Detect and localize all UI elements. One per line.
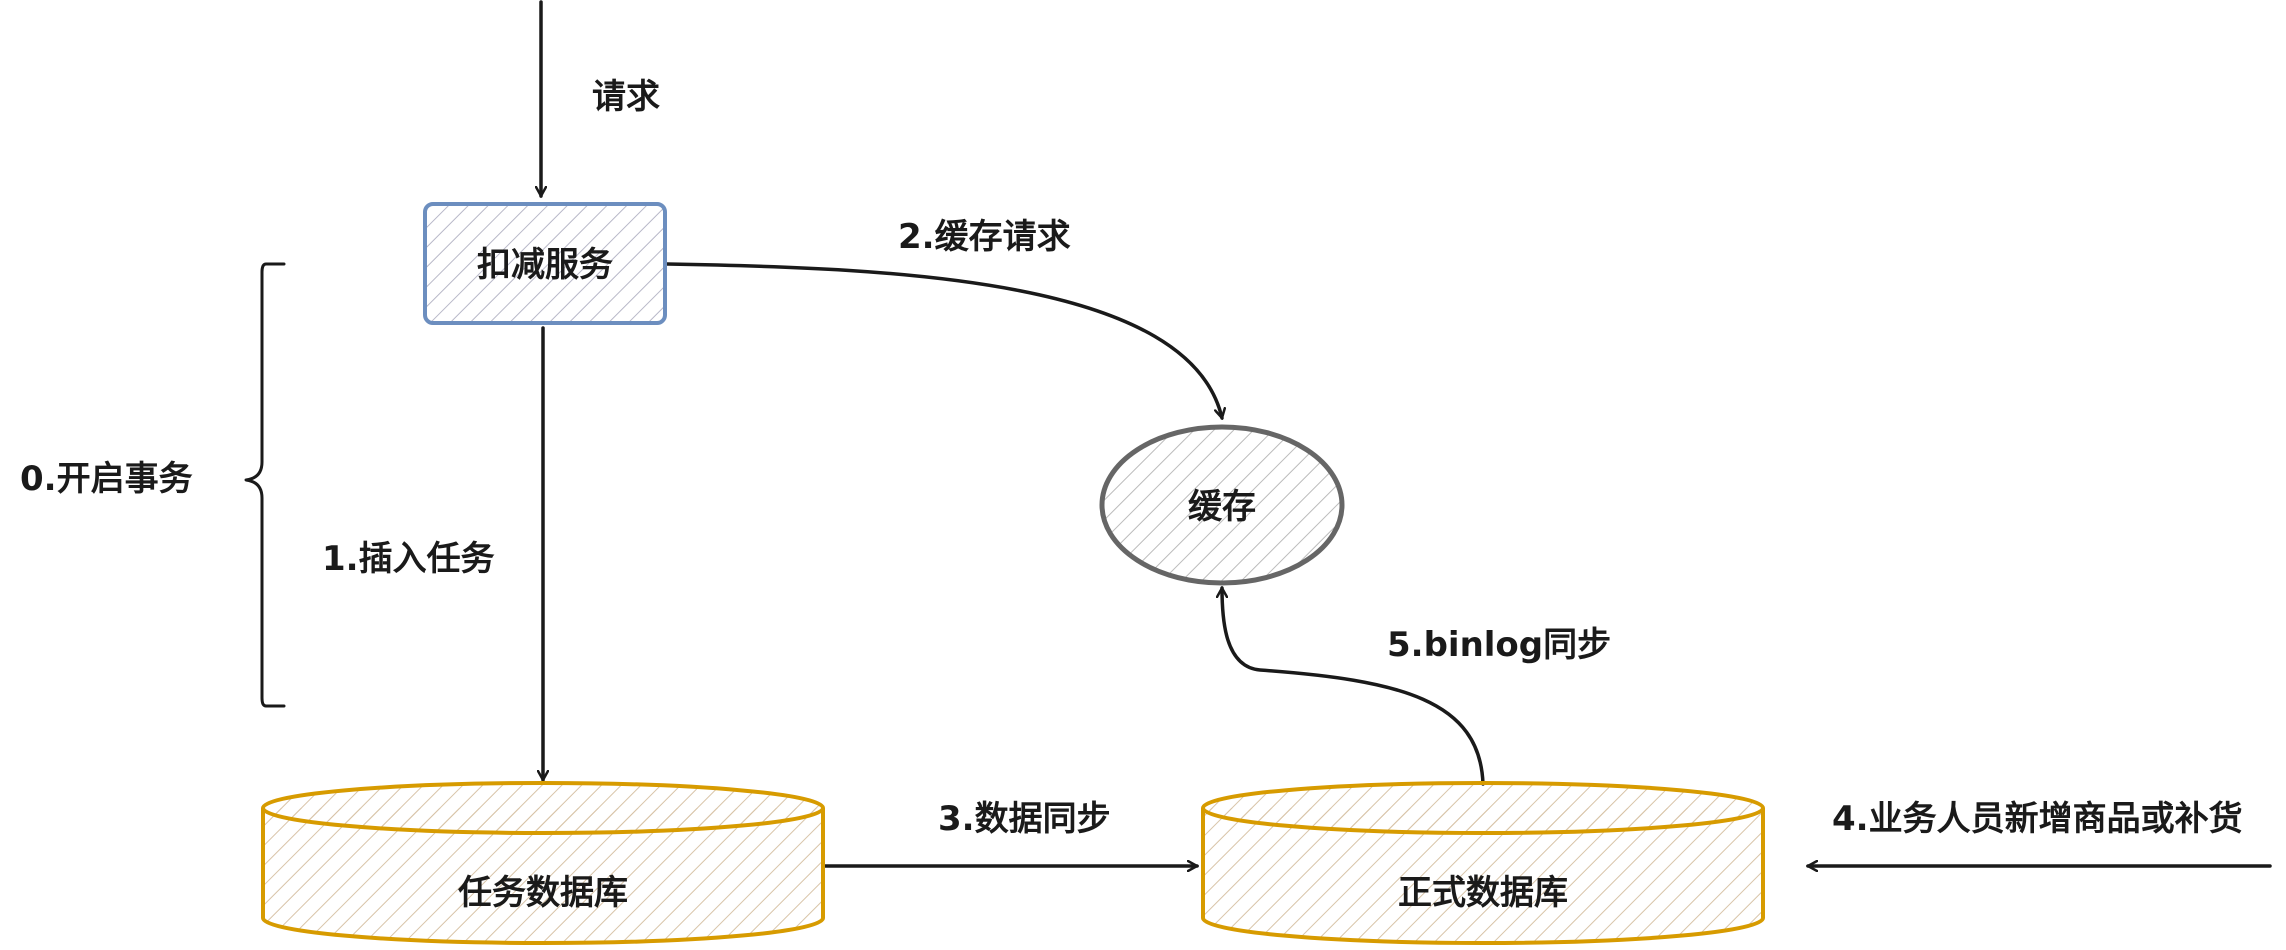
cache-request-label: 2.缓存请求 <box>898 217 1071 257</box>
deduction-service-node[interactable]: 扣减服务 <box>423 202 667 325</box>
request-label: 请求 <box>592 77 660 117</box>
binlog-sync-label: 5.binlog同步 <box>1387 625 1611 665</box>
cache-node[interactable]: 缓存 <box>1099 424 1345 586</box>
task-database-label: 任务数据库 <box>458 873 628 913</box>
insert-task-label: 1.插入任务 <box>322 539 495 579</box>
main-database-node[interactable]: 正式数据库 <box>1201 781 1765 945</box>
transaction-brace <box>244 262 286 708</box>
data-sync-label: 3.数据同步 <box>938 799 1111 839</box>
cache-request-arrow <box>665 262 1222 418</box>
staff-restock-label: 4.业务人员新增商品或补货 <box>1832 799 2243 839</box>
transaction-label: 0.开启事务 <box>20 459 193 499</box>
task-database-node[interactable]: 任务数据库 <box>261 781 825 945</box>
deduction-service-label: 扣减服务 <box>477 245 613 285</box>
binlog-sync-arrow <box>1222 588 1485 786</box>
cache-label: 缓存 <box>1188 487 1256 527</box>
main-database-label: 正式数据库 <box>1398 873 1568 913</box>
